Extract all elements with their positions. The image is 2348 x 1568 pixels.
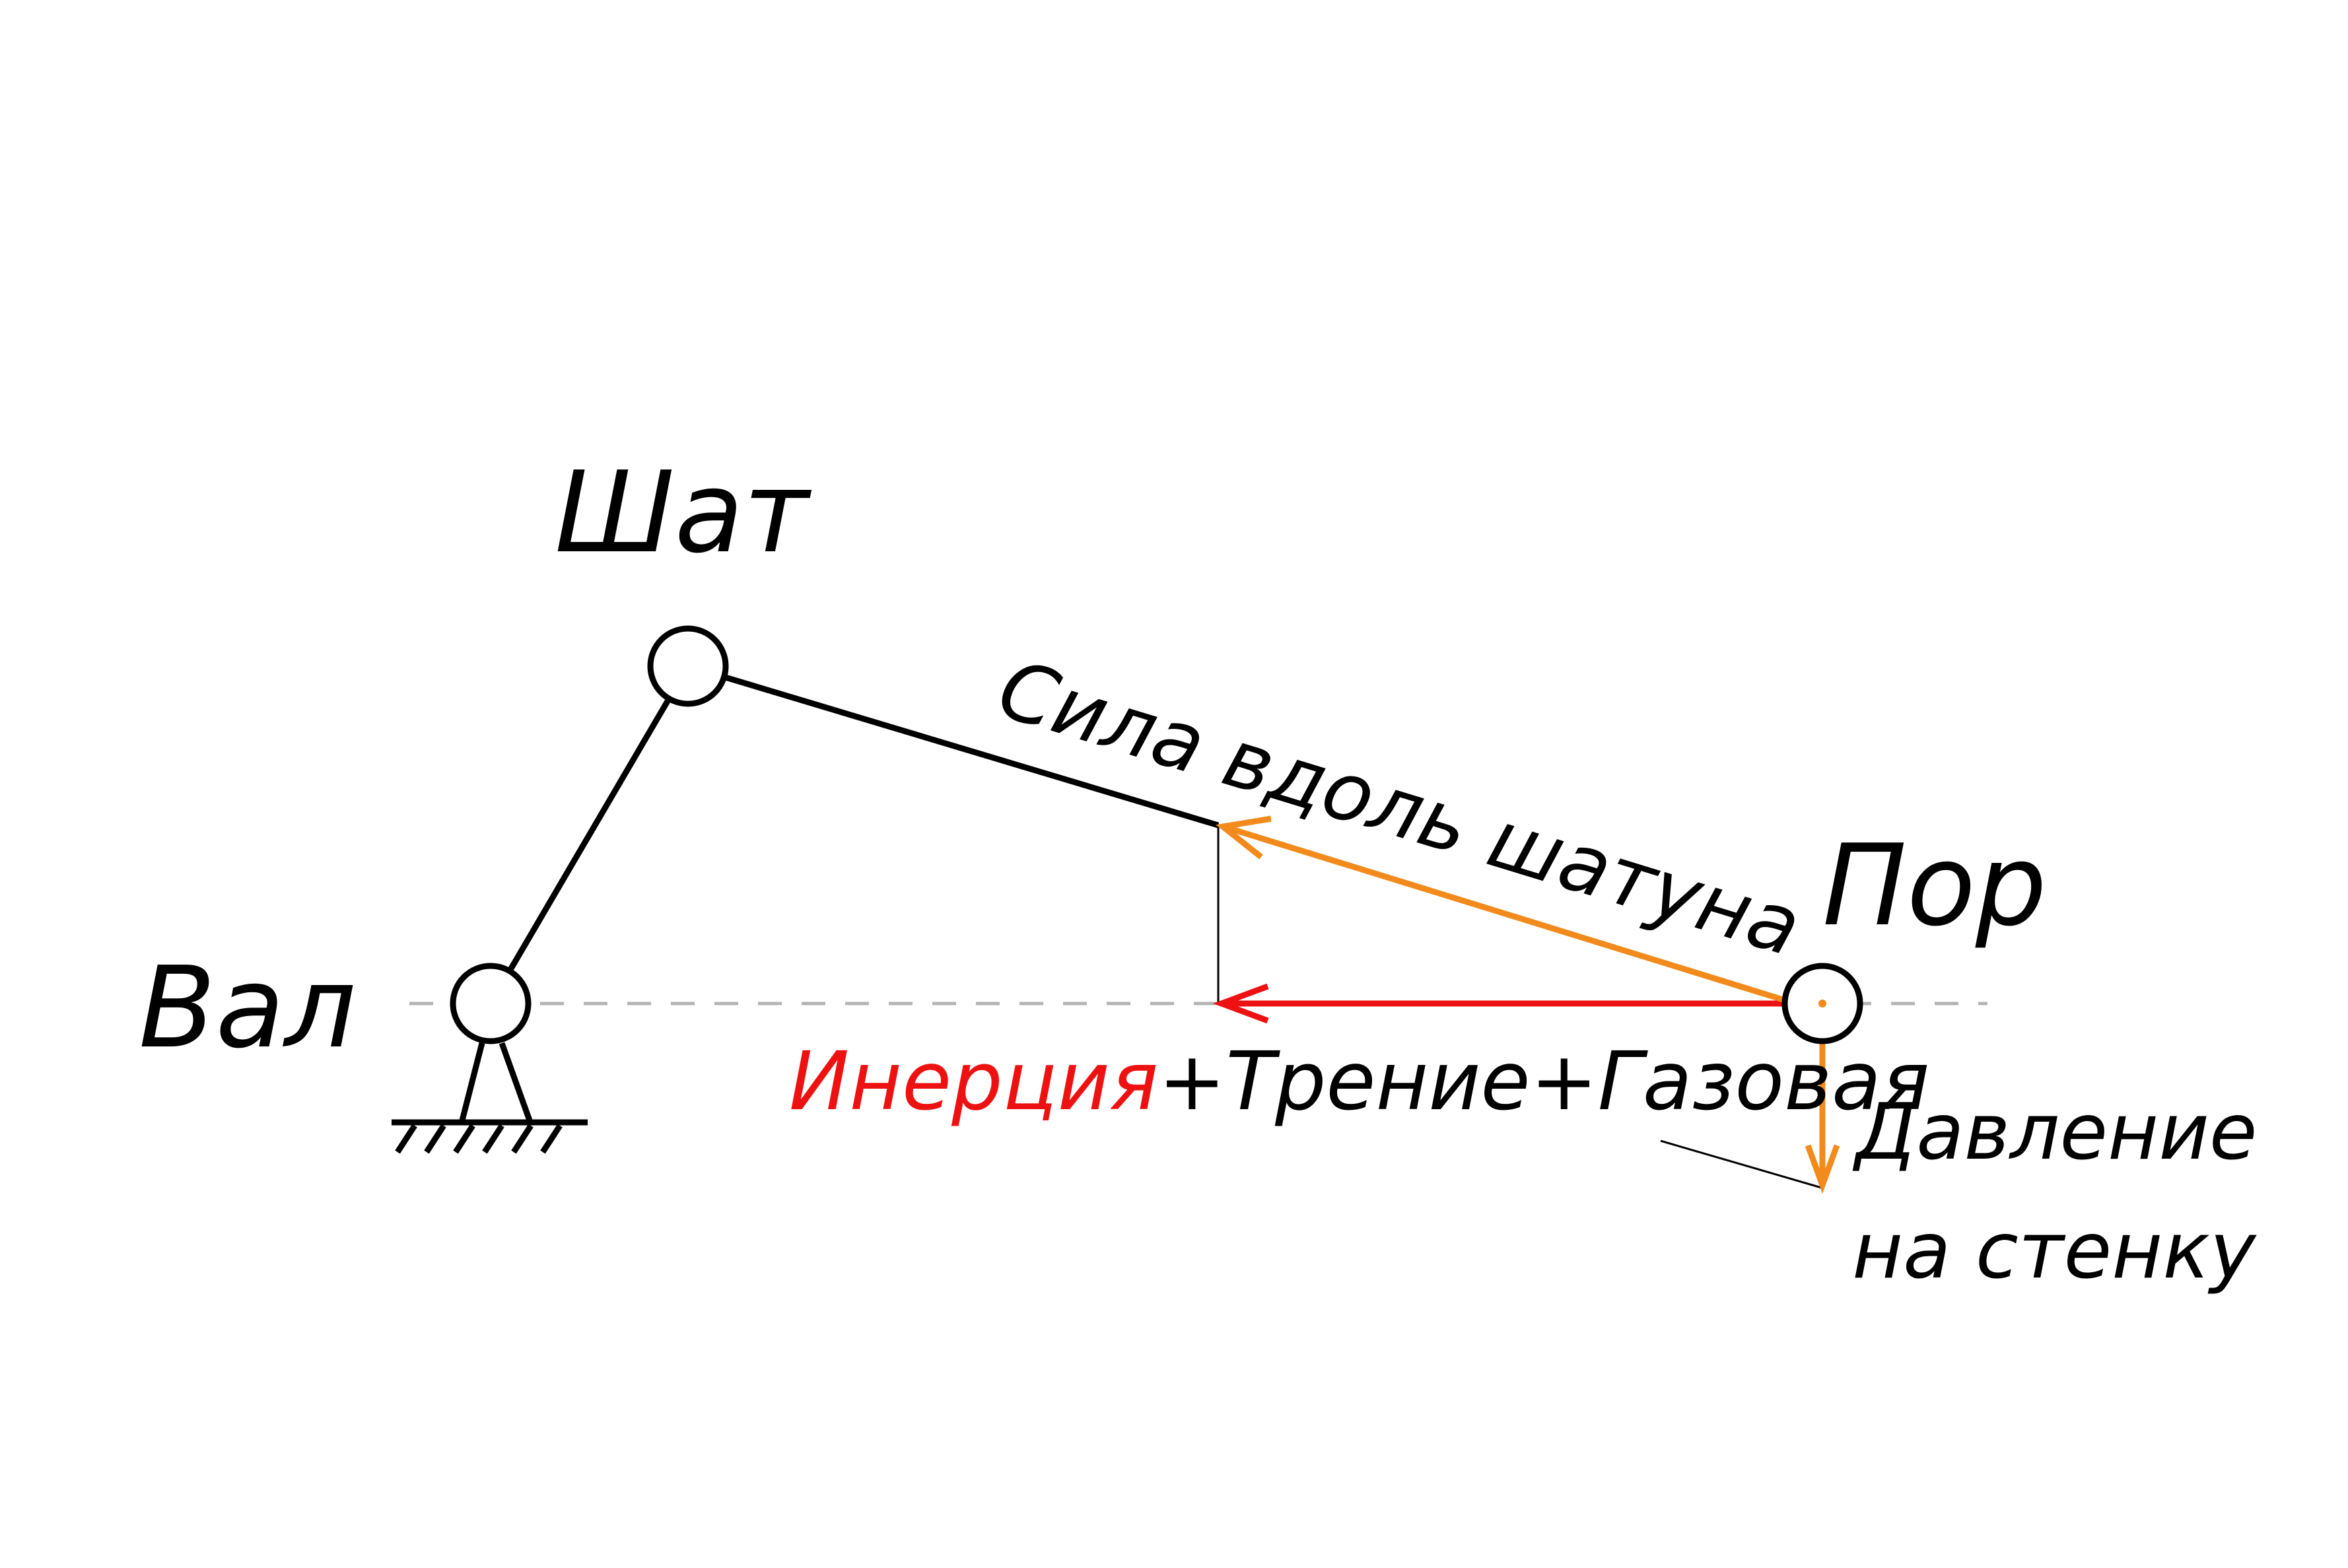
- shaft-label: Вал: [139, 943, 356, 1074]
- inertia-force-arrow: [1213, 983, 1783, 1024]
- inertia-label: Инерция: [789, 1035, 1158, 1128]
- rod-force-label: Сила вдоль шатуна: [988, 642, 1811, 974]
- crank-link: [488, 664, 691, 1006]
- gas-label: +Газовая: [1531, 1035, 1930, 1128]
- rod-joint: [647, 625, 729, 707]
- pressure-leader-line: [1660, 1140, 1824, 1190]
- piston-center-dot: [1818, 1000, 1826, 1007]
- force-sum-label: Инерция+Трение+Газовая: [789, 1035, 1929, 1128]
- rod-force-arrow: [1216, 815, 1784, 1003]
- shaft-joint: [450, 963, 532, 1044]
- wall-pressure-arrow: [1805, 1042, 1840, 1194]
- friction-label: +Трение: [1158, 1035, 1530, 1128]
- connecting-rod-link: [687, 663, 1220, 829]
- pressure-label-line1: Давление: [1852, 1086, 2258, 1177]
- piston-label: Пор: [1822, 821, 2047, 951]
- ground-support-icon: [392, 1042, 588, 1154]
- pressure-label-line2: на стенку: [1852, 1205, 2258, 1296]
- rod-label: Шат: [555, 448, 812, 578]
